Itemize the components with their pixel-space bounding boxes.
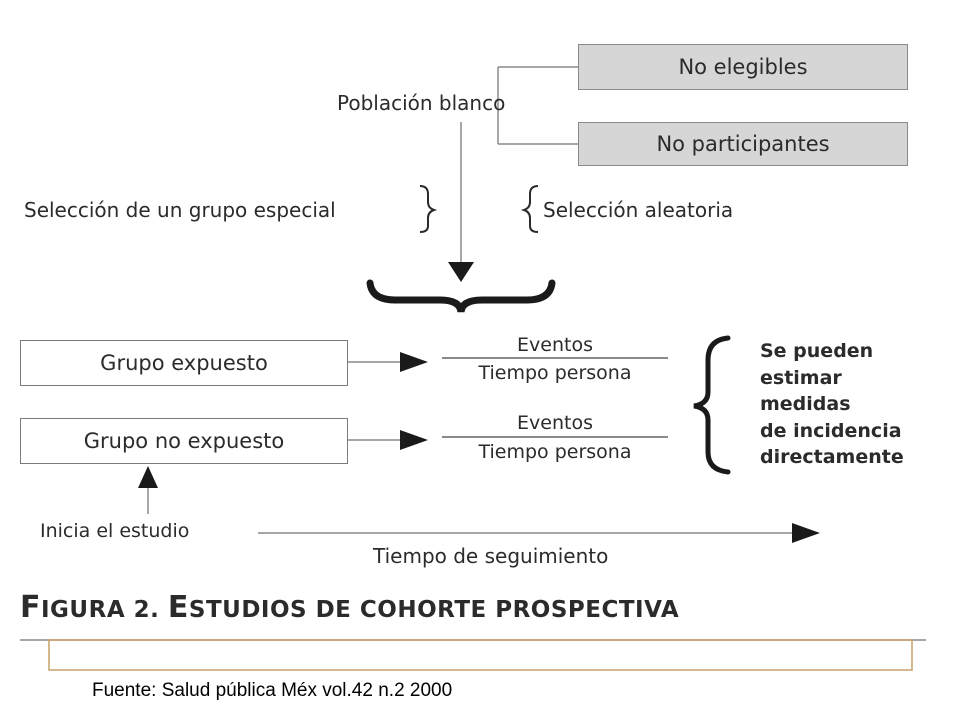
unexposed-person-time-label: Tiempo persona — [478, 441, 632, 463]
follow-up-time-label: Tiempo de seguimiento — [373, 544, 609, 568]
exposed-fraction-line — [442, 357, 668, 359]
caption-initial-e: E — [167, 590, 189, 625]
estimate-line-1: Se pueden — [760, 340, 874, 362]
unexposed-group-label: Grupo no expuesto — [83, 429, 285, 453]
estimate-line-2: estimar — [760, 366, 842, 389]
estimate-line-5: directamente — [760, 446, 904, 468]
caption-figura-rest: IGURA 2. — [41, 597, 168, 623]
estimate-text-block: Se pueden estimar medidas de incidencia … — [760, 338, 904, 471]
estimate-line-4: de incidencia — [760, 419, 902, 442]
target-population-label: Población blanco — [337, 91, 506, 115]
source-footer: Fuente: Salud pública Méx vol.42 n.2 200… — [92, 680, 453, 701]
random-selection-label: Selección aleatoria — [543, 198, 734, 222]
exposed-events-label: Eventos — [517, 334, 593, 356]
not-participating-label: No participantes — [656, 132, 830, 156]
not-participating-box: No participantes — [578, 122, 908, 166]
exposed-person-time-label: Tiempo persona — [478, 362, 632, 384]
exposed-group-label: Grupo expuesto — [100, 351, 268, 375]
study-start-label: Inicia el estudio — [40, 520, 190, 542]
unexposed-events-label: Eventos — [517, 412, 593, 434]
unexposed-fraction-line — [442, 436, 668, 438]
exposed-group-box: Grupo expuesto — [20, 340, 348, 386]
not-eligible-label: No elegibles — [678, 55, 808, 79]
not-eligible-box: No elegibles — [578, 44, 908, 90]
figure-caption: FIGURA 2. ESTUDIOS DE COHORTE PROSPECTIV… — [20, 590, 679, 625]
estimate-line-3: medidas — [760, 393, 851, 415]
unexposed-group-box: Grupo no expuesto — [20, 418, 348, 464]
caption-title-rest: STUDIOS DE COHORTE PROSPECTIVA — [188, 597, 680, 623]
caption-initial-f: F — [20, 590, 41, 625]
special-selection-label: Selección de un grupo especial — [24, 198, 336, 222]
